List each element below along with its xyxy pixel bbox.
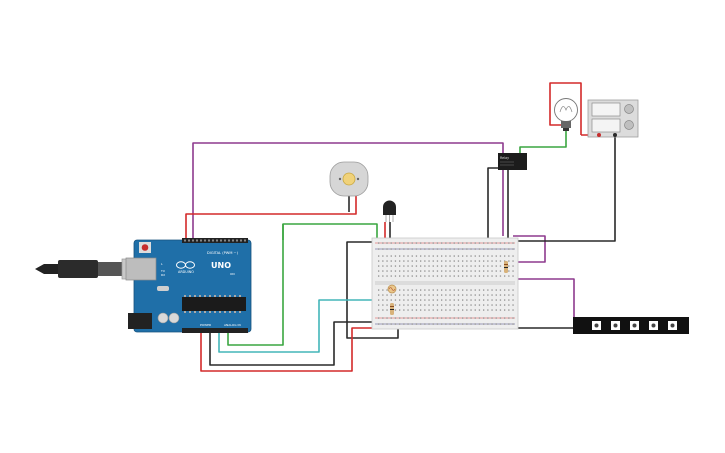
breadboard[interactable] [371, 237, 519, 330]
digital-pins [184, 239, 246, 242]
wire-red-motor[interactable] [185, 196, 357, 240]
wire-red-bottom[interactable] [200, 327, 378, 372]
tx-label: TX [160, 269, 165, 273]
photoresistor[interactable] [387, 284, 397, 294]
breadboard-holes [378, 242, 514, 325]
supply-terminal-positive[interactable] [597, 133, 601, 137]
l-label: L [161, 262, 163, 266]
relay-label: Relay [500, 156, 509, 160]
wire-teal[interactable] [218, 299, 378, 353]
wire-black-relay[interactable] [487, 167, 498, 240]
digital-label: DIGITAL (PWM ~) [207, 251, 239, 255]
supply-knob[interactable] [624, 120, 634, 130]
wire-green-top[interactable] [282, 223, 378, 240]
crystal [157, 286, 169, 291]
atmega-chip [182, 297, 246, 311]
wire-red-lamp[interactable] [549, 82, 582, 135]
arduino-logo [176, 261, 195, 269]
light-bulb[interactable] [554, 98, 578, 132]
arduino-uno[interactable]: DIGITAL (PWM ~) ARDUINO UNO L TX RX ON [125, 238, 252, 333]
led-strip[interactable] [573, 317, 689, 334]
resistor[interactable] [504, 261, 508, 273]
wire-black-loop[interactable] [346, 241, 399, 339]
power-label: POWER [200, 323, 211, 327]
supply-display [591, 118, 621, 133]
supply-display [591, 102, 621, 117]
supply-terminal-negative[interactable] [613, 133, 617, 137]
wire-black-bottom[interactable] [209, 321, 378, 366]
board-name: UNO [211, 261, 231, 270]
rx-label: RX [161, 273, 165, 277]
relay[interactable]: Relay [498, 153, 527, 170]
wire-black-led[interactable] [510, 320, 574, 329]
resistor[interactable] [390, 303, 394, 315]
wire-black-supply[interactable] [518, 135, 616, 242]
wire-green-relay[interactable] [519, 130, 567, 155]
reset-button[interactable] [141, 244, 149, 251]
capacitor [168, 312, 180, 324]
on-label: ON [230, 272, 235, 276]
wire-purple-top[interactable] [192, 142, 504, 240]
power-supply[interactable] [587, 99, 639, 138]
wire-green-bottom[interactable] [227, 224, 284, 346]
brand-label: ARDUINO [178, 270, 194, 274]
transistor[interactable] [383, 200, 397, 222]
analog-label: ANALOG IN [224, 323, 241, 327]
capacitor [157, 312, 169, 324]
dc-motor[interactable] [329, 161, 369, 197]
wire-purple-right[interactable] [512, 235, 546, 263]
supply-knob[interactable] [624, 104, 634, 114]
wire-purple-led[interactable] [511, 278, 575, 322]
